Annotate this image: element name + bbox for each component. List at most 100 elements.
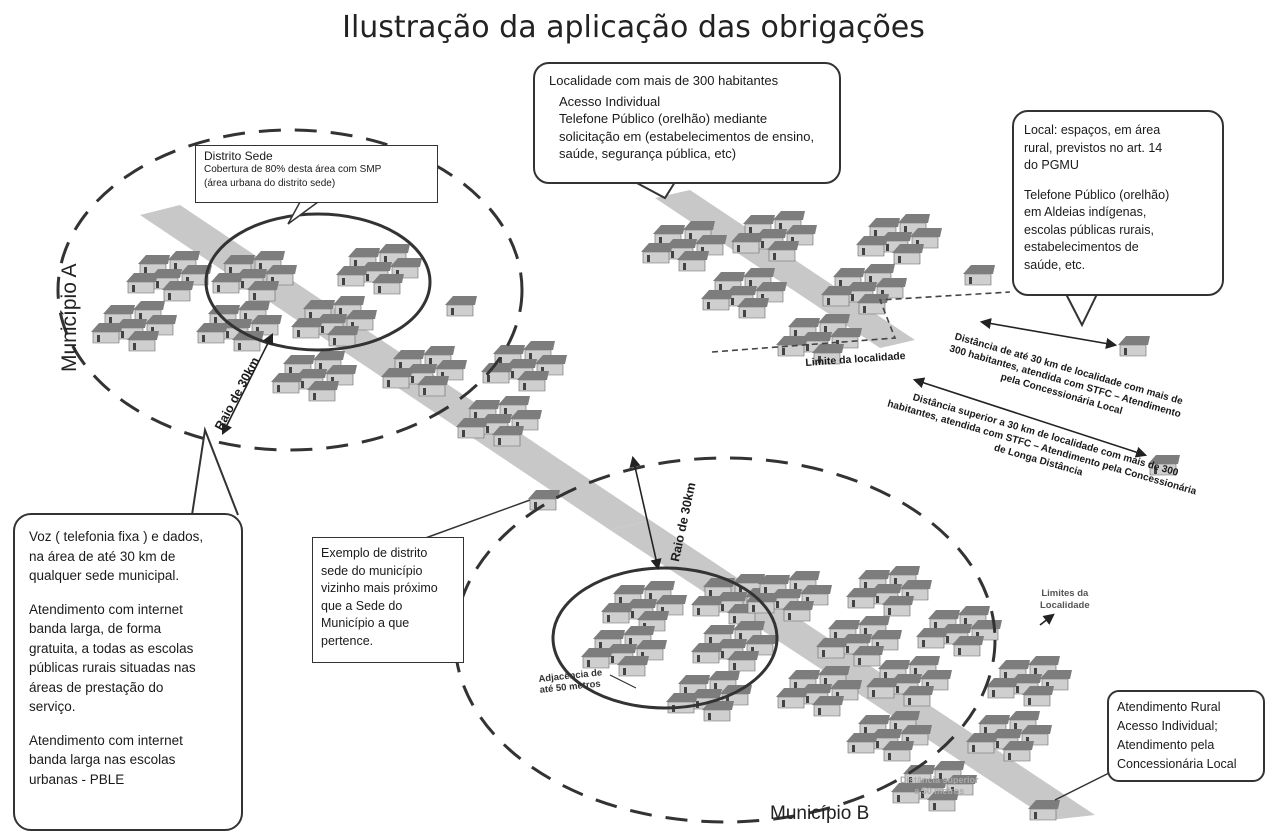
voz-line-5: Atendimento com internet [29,601,183,617]
voz-line-4 [29,586,227,600]
house-icon [986,678,1018,699]
house-icon [940,624,972,645]
house-icon [727,651,759,672]
exemplo-line-3: vizinho mais próximo [321,581,438,595]
house-icon [875,278,907,299]
house-icon [812,696,844,717]
local-line-6: em Aldeias indígenas, [1024,205,1147,219]
distrito-sede-area-circle [204,212,432,352]
exemplo-box: Exemplo de distrito sede do município vi… [312,537,464,663]
exemplo-pointer-line [419,499,531,541]
house-icon [816,638,848,659]
municipio-a-label: Município A [58,263,81,372]
house-icon [666,693,698,714]
exemplo-line-2: sede do município [321,563,423,578]
road-strip [655,190,915,348]
house-icon [737,298,769,319]
house-icon [892,244,924,265]
local-line-7: escolas públicas rurais, [1024,222,1154,237]
house-icon [821,286,853,307]
house-icon [1040,670,1072,691]
house-icon [998,660,1030,681]
house-icon [978,715,1010,736]
house-icon [162,281,194,302]
distance-arrow-ate-30 [979,318,1118,349]
exemplo-line-1: Exemplo de distrito [321,546,428,560]
distrito-sede-box: Distrito Sede Cobertura de 80% desta áre… [195,145,438,203]
voz-line-3: qualquer sede municipal. [29,568,180,583]
localidade-line-2: Telefone Público (orelhão) mediante [559,111,768,126]
municipio-b-radius-circle [453,456,997,824]
local-line-2: rural, previstos no art. 14 [1024,140,1163,155]
house-icon [902,686,934,707]
voz-line-2: na área de até 30 km de [29,548,176,564]
house-icon [1022,686,1054,707]
limites-localidade-line-1: Limites da [1041,588,1089,599]
house-icon [103,305,135,326]
localidade-callout-tail [634,181,676,200]
distrito-sede-line-2: (área urbana do distrito sede) [204,178,336,189]
house-icon [291,318,323,339]
voz-line-8: públicas rurais situadas nas [29,660,196,675]
house-icon [445,296,477,317]
house-icon [91,323,123,344]
house-icon [481,363,513,384]
local-callout-tail [1064,291,1099,328]
house-icon [702,701,734,722]
house-icon [776,688,808,709]
house-icon [1148,455,1180,476]
house-icon [211,273,243,294]
house-icon [852,646,884,667]
voz-line-14: urbanas - PBLE [29,771,125,787]
house-icon [776,336,808,357]
house-icon [417,376,449,397]
atendimento-rural-box: Atendimento Rural Acesso Individual; Ate… [1107,690,1265,782]
rural-line-1: Atendimento Rural [1117,700,1221,714]
local-box: Local: espaços, em área rural, previstos… [1012,110,1224,296]
house-icon [372,274,404,295]
voz-line-1: Voz ( telefonia fixa ) e dados, [29,529,204,544]
house-icon [126,273,158,294]
house-icon [725,286,757,307]
house-icon [858,616,890,637]
municipio-b-label: Município B [770,803,870,824]
house-icon [196,323,228,344]
house-icon [265,265,297,286]
house-icon [127,331,159,352]
local-line-5: Telefone Público (orelhão) [1024,187,1170,202]
limites-localidade-line-2: Localidade [1040,600,1090,611]
house-icon [613,585,645,606]
exemplo-line-6: pertence. [321,633,374,648]
exemplo-line-4: que a Sede do [321,598,403,613]
house-icon [701,290,733,311]
house-icon [731,233,763,254]
localidade-box: Localidade com mais de 300 habitantes Ac… [533,62,841,184]
house-icon [966,733,998,754]
house-icon [952,636,984,657]
rural-line-3: Atendimento pela [1117,738,1215,752]
limites-localidade-arrow [1039,613,1055,626]
voz-dados-box: Voz ( telefonia fixa ) e dados, na área … [13,513,243,831]
locality-limit-line [711,291,1011,353]
house-icon [782,601,814,622]
rural-line-4: Concessionária Local [1117,757,1237,771]
limites-localidade-label: Limites da Localidade [1040,588,1090,612]
house-icon [307,381,339,402]
house-icon [846,733,878,754]
municipio-a-radius-circle [56,128,524,452]
voz-line-9: áreas de prestação do [29,679,164,695]
distance-arrow-sup-30 [912,377,1148,458]
house-icon [247,281,279,302]
distrito-sede-line-1: Cobertura de 80% desta área com SMP [204,164,382,175]
voz-line-7: gratuita, a todas as escolas [29,640,194,656]
house-icon [866,678,898,699]
house-icon [1028,800,1060,821]
house-icon [1002,741,1034,762]
distrito-callout-tail [287,201,319,225]
house-icon [767,241,799,262]
house-icon [846,588,878,609]
dist-sup-50-line-1: Distância superior [900,775,979,785]
local-line-4 [1024,175,1212,187]
local-line-3: do PGMU [1024,158,1079,172]
